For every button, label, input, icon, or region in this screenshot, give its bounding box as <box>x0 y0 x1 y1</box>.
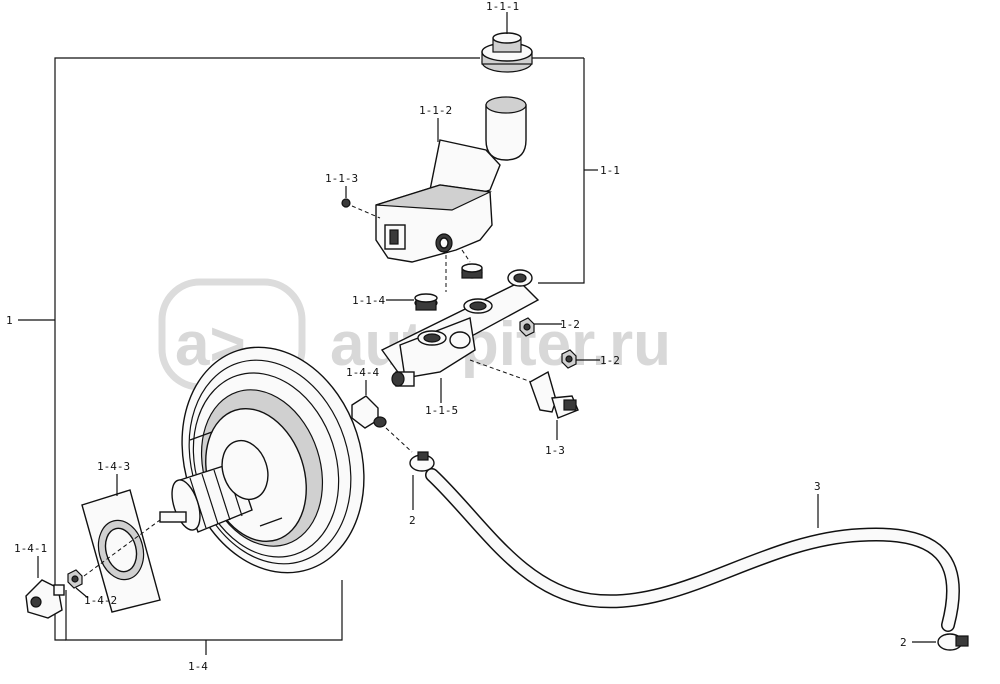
label-1-1-1: 1-1-1 <box>486 0 519 13</box>
booster-gasket <box>81 489 161 613</box>
label-1-4-4: 1-4-4 <box>346 366 379 379</box>
label-1-4: 1-4 <box>188 660 208 673</box>
clevis-lock-nut <box>67 569 83 589</box>
watermark: a> autopiter.ru <box>158 278 671 391</box>
label-1-1-2: 1-1-2 <box>419 104 452 117</box>
watermark-text: autopiter.ru <box>330 310 671 379</box>
grommet-right <box>461 263 483 279</box>
label-1-4-1: 1-4-1 <box>14 542 47 555</box>
brake-bracket <box>529 370 579 419</box>
label-1-1-4: 1-1-4 <box>352 294 385 307</box>
brake-fluid-reservoir <box>375 96 527 263</box>
label-3: 3 <box>814 480 821 493</box>
label-1-1-3: 1-1-3 <box>325 172 358 185</box>
hose-clamp-lower <box>937 633 969 651</box>
hose-clamp-upper <box>409 451 435 472</box>
label-2-lower: 2 <box>900 636 907 649</box>
reservoir-cap <box>481 32 533 73</box>
label-1-3: 1-3 <box>545 444 565 457</box>
part-labels: 1-1-1 1-1-2 1-1-3 1-1 1 1-1-4 1-2 1-2 1-… <box>6 0 907 673</box>
nut-upper <box>519 317 535 337</box>
label-1: 1 <box>6 314 13 327</box>
label-1-1-5: 1-1-5 <box>425 404 458 417</box>
reservoir-bolt <box>341 198 351 208</box>
label-1-2-upper: 1-2 <box>560 318 580 331</box>
label-1-1: 1-1 <box>600 164 620 177</box>
label-1-4-3: 1-4-3 <box>97 460 130 473</box>
label-2-upper: 2 <box>409 514 416 527</box>
master-cylinder <box>380 269 540 387</box>
label-1-2-lower: 1-2 <box>600 354 620 367</box>
vacuum-check-fitting <box>351 395 387 429</box>
brake-booster <box>159 346 365 574</box>
vacuum-hose <box>425 468 961 632</box>
nut-lower <box>561 349 577 369</box>
label-1-4-2: 1-4-2 <box>84 594 117 607</box>
group-brackets <box>18 57 598 655</box>
push-rod-clevis <box>25 579 65 619</box>
grommet-left <box>414 293 438 311</box>
